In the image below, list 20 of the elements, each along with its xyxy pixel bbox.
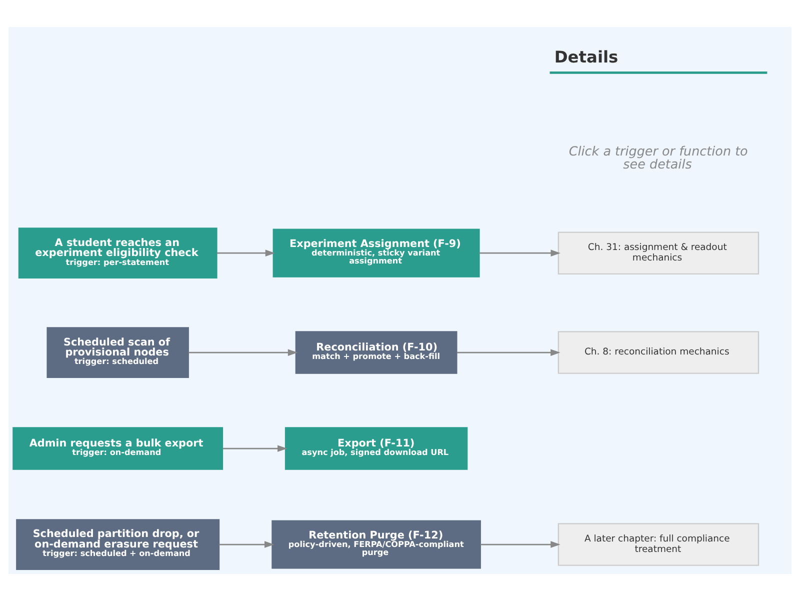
node-box: Ch. 8: reconciliation mechanics [558,330,760,374]
node-box: A later chapter: full compliance treatment [558,522,760,566]
node-box: Ch. 31: assignment & readout mechanics [558,231,760,274]
node-box: Reconciliation (F-10) match + promote + back-fill [295,330,458,374]
label: Click a trigger or function to see details [568,143,748,171]
node-box: Admin requests a bulk export trigger: on-demand [12,426,224,470]
node-box: Retention Purge (F-12) policy-driven, FERPA/COPPA-compliant purge [272,520,481,568]
node-box: Scheduled partition drop, or on-demand erasure request trigger: scheduled + on-demand [16,518,220,570]
arrow [188,348,298,356]
arrow [456,348,560,356]
label: Details [554,47,618,66]
arrow [219,540,274,548]
arrow [216,249,276,256]
arrow [479,249,560,256]
arrow [222,444,288,452]
node-box: Scheduled scan of provisional nodes trigger: scheduled [46,326,189,378]
node-box: A student reaches an experiment eligibility check trigger: per-statement [18,227,218,278]
node-box: Experiment Assignment (F-9) deterministic, sticky variant assignment [272,228,480,277]
node-box: Export (F-11) async job, signed download URL [284,426,468,470]
arrow [480,540,560,548]
